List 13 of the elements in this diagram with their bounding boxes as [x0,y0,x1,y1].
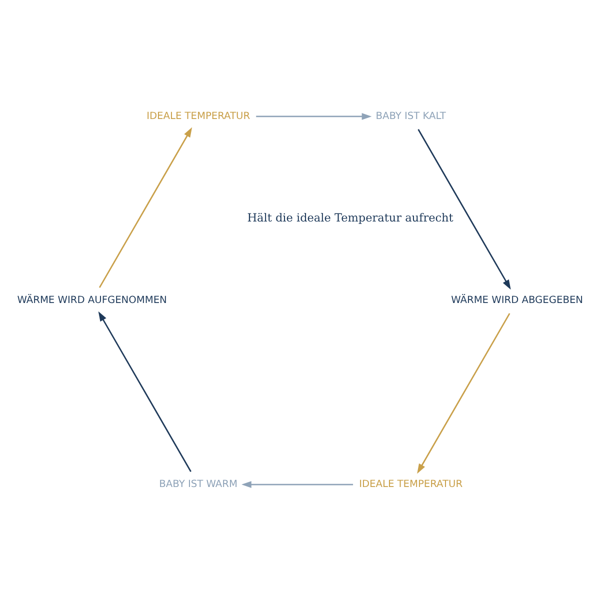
node-text: IDEALE TEMPERATUR [359,478,463,490]
node-text: IDEALE TEMPERATUR [146,110,250,122]
arrow [98,310,192,472]
arrow [98,126,192,288]
arrow [418,128,511,290]
arrow [256,112,372,120]
node-text: WÄRME WIRD ABGEGEBEN [451,294,584,306]
node-text: BABY IST KALT [376,110,446,122]
label: Hält die ideale Temperatur aufrecht [247,211,454,224]
node-text: WÄRME WIRD AUFGENOMMEN [17,294,167,306]
arrow [417,312,510,474]
node-text: BABY IST WARM [159,478,238,490]
arrow [242,480,354,488]
